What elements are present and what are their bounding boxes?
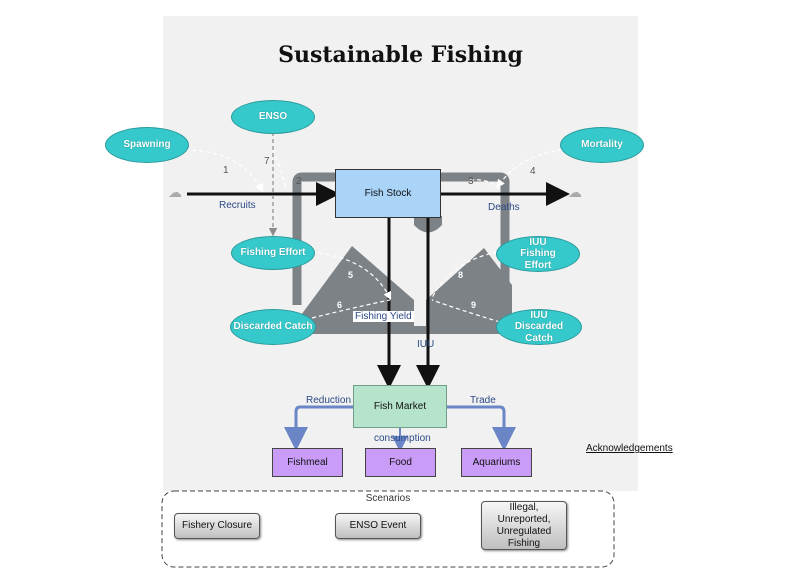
fish-stock-node[interactable]: Fish Stock (335, 169, 441, 218)
fishing-effort-node[interactable]: Fishing Effort (231, 236, 315, 270)
trade-label: Trade (470, 395, 496, 406)
link-6 (311, 299, 391, 319)
sink-cloud-icon: ☁ (568, 184, 582, 200)
link-number-5: 5 (348, 270, 354, 280)
scenarios-frame (161, 490, 615, 568)
link-5 (311, 251, 392, 301)
link-number-3: 3 (468, 176, 474, 187)
iuu-fishing-effort-node[interactable]: IUU Fishing Effort (496, 236, 580, 272)
reduction-flow (284, 405, 353, 451)
reduction-label: Reduction (306, 395, 352, 406)
consumption-label: consumption (374, 433, 431, 444)
fishing-yield-funnel (290, 246, 414, 330)
link-number-7: 7 (264, 156, 270, 167)
link-number-4: 4 (530, 166, 536, 177)
link-3 (469, 179, 501, 191)
fishery-closure-button[interactable]: Fishery Closure (174, 513, 260, 539)
diagram-title: Sustainable Fishing (278, 42, 523, 68)
scenarios-title: Scenarios (365, 493, 411, 504)
iuu-discarded-catch-node[interactable]: IUU Discarded Catch (496, 309, 582, 345)
iuu-fishing-button[interactable]: Illegal, Unreported, Unregulated Fishing (481, 501, 567, 550)
link-1 (184, 149, 264, 193)
fishing-yield-label: Fishing Yield (353, 311, 414, 322)
link-number-1: 1 (223, 165, 229, 176)
fish-market-node[interactable]: Fish Market (353, 385, 447, 428)
recruits-label: Recruits (219, 200, 256, 211)
link-number-9: 9 (471, 300, 477, 310)
mortality-node[interactable]: Mortality (560, 127, 644, 163)
link-number-6: 6 (337, 300, 343, 310)
link-number-8: 8 (458, 270, 464, 280)
link-2 (272, 149, 287, 191)
link-8 (431, 251, 498, 299)
food-node[interactable]: Food (365, 448, 436, 477)
fishmeal-node[interactable]: Fishmeal (272, 448, 343, 477)
link-4 (496, 149, 563, 188)
acknowledgements-link[interactable]: Acknowledgements (586, 443, 673, 454)
link-number-2: 2 (296, 176, 302, 187)
source-cloud-icon: ☁ (168, 184, 182, 200)
link-9 (431, 299, 501, 323)
enso-event-button[interactable]: ENSO Event (335, 513, 421, 539)
deaths-label: Deaths (488, 202, 520, 213)
spawning-node[interactable]: Spawning (105, 127, 189, 163)
iuu-label: IUU (417, 339, 435, 350)
discarded-catch-node[interactable]: Discarded Catch (230, 309, 316, 345)
aquariums-node[interactable]: Aquariums (461, 448, 532, 477)
trade-flow (447, 405, 516, 451)
iuu-yield-funnel (426, 248, 512, 330)
enso-node[interactable]: ENSO (231, 100, 315, 134)
